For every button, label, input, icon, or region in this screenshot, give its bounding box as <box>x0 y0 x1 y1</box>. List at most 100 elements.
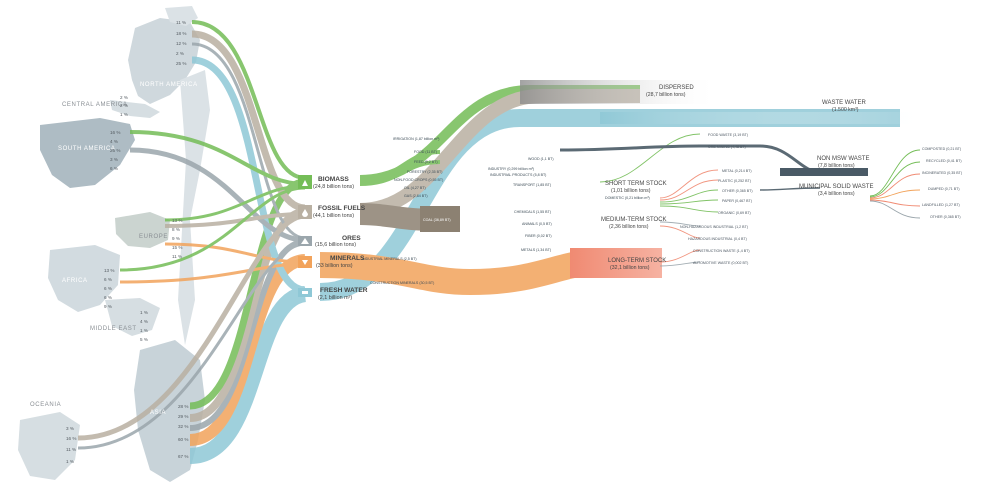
share-africa: 13 % 6 % 6 % 6 % 9 % <box>104 268 114 309</box>
land-sliver <box>178 70 210 345</box>
treat-incinerated: INCINERATED (0,35 BT) <box>922 171 962 175</box>
long-term-band <box>570 248 662 278</box>
flow-eu-minerals <box>164 242 306 264</box>
dispersed-band <box>520 80 720 104</box>
cat-construction-waste: CONSTRUCTION WASTE (1,4 BT) <box>693 249 750 253</box>
share-oceania: 3 % 16 % 11 % 1 % <box>66 426 76 464</box>
long-term-title: LONG-TERM STOCK <box>608 258 666 264</box>
land-greenland <box>165 6 198 26</box>
share-item: 5 % <box>140 337 148 342</box>
flow-oc-fossil <box>77 213 306 441</box>
share-item: 60 % <box>178 437 188 442</box>
stock-labels: DISPERSED (28,7 billion tons) WASTE WATE… <box>601 85 873 271</box>
dispersed-sub: (28,7 billion tons) <box>646 92 686 98</box>
flow-sa-ores <box>129 147 306 243</box>
flow-label-other: OTHER (1,5 BT) <box>522 199 549 203</box>
line-automotive <box>659 261 701 267</box>
share-south-america: 16 % 4 % 26 % 3 % 6 % <box>110 130 120 171</box>
region-africa: AFRICA <box>62 278 88 284</box>
share-item: 4 % <box>140 319 148 324</box>
flow-asia-minerals <box>189 254 307 446</box>
waste-water-band <box>600 112 930 124</box>
cat-metal: METAL (0,214 BT) <box>722 169 752 173</box>
share-item: 1 % <box>120 112 128 117</box>
share-item: 16 % <box>66 436 76 441</box>
treat-dumped: DUMPED (0,71 BT) <box>928 187 960 191</box>
flow-label-gas: GAS (2,84 BT) <box>404 194 428 198</box>
flow-af-minerals <box>119 262 306 284</box>
line-paper <box>659 199 719 205</box>
treatment-connectors <box>869 149 921 219</box>
flow-labels: IRRIGATION (1,87 billion m³) FOOD (11 BT… <box>362 137 650 285</box>
land-central-america <box>110 100 160 118</box>
flow-label-forestry: FORESTRY (2,35 BT) <box>407 170 442 174</box>
flow-label-wood: WOOD (1,1 BT) <box>528 157 554 161</box>
flow-biomass-feed <box>359 160 441 186</box>
ores-sub: (15,6 billion tons) <box>315 242 356 248</box>
plant-icon <box>302 180 308 186</box>
share-middle-east: 1 % 4 % 1 % 5 % <box>140 310 148 342</box>
land-europe <box>115 212 170 248</box>
line-other <box>659 189 719 203</box>
line-dumped <box>869 189 921 200</box>
share-item: 3 % <box>66 426 74 431</box>
flow-label-irrigation: IRRIGATION (1,87 billion m³) <box>393 137 439 141</box>
cat-automotive-waste: AUTOMOTIVE WASTE (0,002 BT) <box>693 261 748 265</box>
share-item: 8 % <box>172 227 180 232</box>
land-africa <box>48 245 120 312</box>
oil-drop-icon <box>302 209 308 217</box>
share-item: 25 % <box>176 61 186 66</box>
line-hazardous <box>659 225 701 239</box>
region-asia: ASIA <box>150 410 166 416</box>
waste-category-labels: FOOD WASTE (3,19 BT) ORE MINING (4,48 BT… <box>680 133 753 265</box>
line-recycled <box>869 161 921 198</box>
region-central-america: CENTRAL AMERICA <box>62 102 127 108</box>
share-item: 6 % <box>104 286 112 291</box>
line-ore-mining <box>559 144 821 174</box>
medium-term-title: MEDIUM-TERM STOCK <box>601 217 667 223</box>
flow-label-fiber: FIBER (0,02 BT) <box>525 234 552 238</box>
flow-oc-ores <box>77 242 306 450</box>
water-icon <box>302 291 308 294</box>
land-asia <box>134 340 205 482</box>
flow-na-fossil <box>191 30 306 212</box>
flow-na-ores <box>191 42 306 240</box>
line-food-waste <box>599 133 701 183</box>
short-term-sub: (1,01 billion tons) <box>611 188 651 194</box>
line-msw-merge <box>759 187 821 191</box>
share-item: 6 % <box>104 295 112 300</box>
flow-minerals-to-longterm <box>319 249 601 296</box>
share-item: 28 % <box>178 404 188 409</box>
coal-node-bar <box>420 206 460 232</box>
cat-ore-mining: ORE MINING (4,48 BT) <box>708 145 746 149</box>
treat-composted: COMPOSTED (0,21 BT) <box>922 147 961 151</box>
flow-label-transport: TRANSPORT (1,85 BT) <box>513 183 551 187</box>
medium-term-sub: (2,36 billion tons) <box>609 224 649 230</box>
flow-label-industrial-products: INDUSTRIAL PRODUCTS (5,8 BT) <box>490 173 546 177</box>
share-item: 9 % <box>172 236 180 241</box>
flow-sa-biomass <box>129 130 306 186</box>
land-south-america <box>40 118 135 188</box>
dispersed-title: DISPERSED <box>659 85 694 91</box>
treatment-labels: COMPOSTED (0,21 BT) RECYCLED (0,41 BT) I… <box>922 147 962 219</box>
share-item: 12 % <box>176 41 186 46</box>
flow-label-domestic: DOMESTIC (0,21 billion m³) <box>605 196 650 200</box>
flow-label-chemicals: CHEMICALS (1,55 BT) <box>514 210 551 214</box>
flow-eu-biomass <box>164 184 306 222</box>
non-msw-title: NON MSW WASTE <box>817 156 869 162</box>
flow-label-coal: COAL (36,89 BT) <box>423 218 451 222</box>
share-item: 26 % <box>110 148 120 153</box>
minerals-title: MINERALS <box>330 255 365 262</box>
share-item: 2 % <box>120 95 128 100</box>
water-sub: (2,1 billion m³) <box>318 295 352 301</box>
biomass-title: BIOMASS <box>318 176 349 183</box>
flow-asia-water <box>189 286 308 464</box>
flow-na-water <box>191 56 306 294</box>
share-item: 11 % <box>172 254 182 259</box>
share-item: 13 % <box>104 268 114 273</box>
share-item: 11 % <box>176 20 186 25</box>
share-north-america: 11 % 18 % 12 % 2 % 25 % <box>176 20 186 66</box>
land-oceania <box>18 412 80 480</box>
line-treatment-other <box>869 200 921 219</box>
